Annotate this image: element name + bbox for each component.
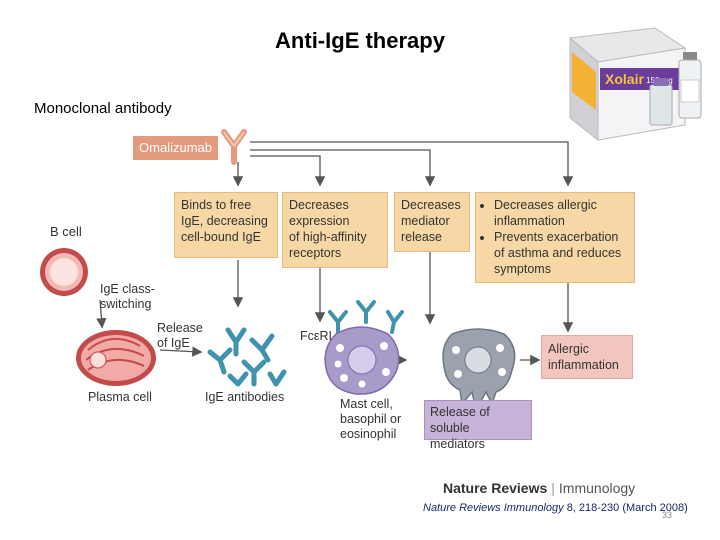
allergic-line-1: Allergic (548, 342, 589, 356)
xolair-brand-text: Xolair (605, 71, 644, 87)
journal-separator: | (551, 480, 555, 496)
class-switching-label: IgE class- switching (100, 282, 155, 312)
allergic-inflammation-box: Allergic inflammation (541, 335, 633, 379)
plasma-cell-image (76, 330, 156, 386)
binds-free-ige-box: Binds to free IgE, decreasing cell-bound… (174, 192, 278, 258)
binds-line-3: cell-bound IgE (181, 230, 261, 244)
mast-cell-line-3: eosinophil (340, 427, 397, 441)
fceri-label: FcεRI (300, 329, 332, 343)
journal-section: Immunology (558, 480, 636, 496)
xolair-package-image: Xolair 150 mg (568, 27, 702, 142)
class-switching-line-1: IgE class- (100, 282, 155, 296)
omalizumab-antibody-icon (221, 129, 247, 165)
ige-antibodies-label: IgE antibodies (205, 390, 285, 404)
expression-line-4: receptors (289, 246, 342, 260)
effect-1-line-2: inflammation (494, 214, 565, 228)
mast-cell-label: Mast cell, basophil or eosinophil (340, 397, 401, 442)
binds-line-1: Binds to free (181, 198, 252, 212)
omalizumab-connectors (96, 141, 574, 366)
mast-cell-line-1: Mast cell, (340, 397, 393, 411)
class-switching-line-2: switching (100, 297, 152, 311)
release-ige-label: Release of IgE (157, 321, 203, 351)
clinical-effects-box: Decreases allergic inflammation Prevents… (475, 192, 635, 283)
citation: Nature Reviews Immunology 8, 218-230 (Ma… (423, 502, 688, 514)
binds-line-2: IgE, decreasing (181, 214, 268, 228)
release-ige-line-2: of IgE (157, 336, 190, 350)
effect-2-line-3: symptoms (494, 262, 551, 276)
mediator-line-3: release (401, 230, 442, 244)
release-ige-line-1: Release (157, 321, 203, 335)
plasma-cell-label: Plasma cell (88, 390, 152, 404)
mast-cell-image (324, 326, 400, 395)
soluble-mediators-box: Release of soluble mediators (424, 400, 532, 451)
slide-title: Anti-IgE therapy (275, 28, 445, 53)
effect-item-2: Prevents exacerbation of asthma and redu… (494, 229, 628, 277)
degranulating-cell-image (442, 328, 516, 413)
expression-line-3: of high-affinity (289, 230, 367, 244)
effect-2-line-1: Prevents exacerbation (494, 230, 619, 244)
decreases-expression-box: Decreases expression of high-affinity re… (282, 192, 388, 268)
omalizumab-label: Omalizumab (133, 136, 218, 160)
fceri-receptors-image (328, 300, 404, 334)
effect-2-line-2: of asthma and reduces (494, 246, 622, 260)
soluble-line-1: Release of soluble (430, 405, 490, 435)
journal-brand: Nature Reviews|Immunology (443, 480, 635, 496)
expression-line-2: expression (289, 214, 350, 228)
citation-journal: Nature Reviews Immunology (423, 502, 564, 514)
b-cell-label: B cell (50, 224, 82, 239)
mediator-line-1: Decreases (401, 198, 461, 212)
decreases-mediator-box: Decreases mediator release (394, 192, 470, 252)
effect-1-line-1: Decreases allergic (494, 198, 597, 212)
mediator-line-2: mediator (401, 214, 450, 228)
expression-line-1: Decreases (289, 198, 349, 212)
effect-item-1: Decreases allergic inflammation (494, 197, 628, 229)
mast-cell-line-2: basophil or (340, 412, 402, 426)
slide-subtitle: Monoclonal antibody (34, 100, 172, 117)
citation-details: 8, 218-230 (March 2008) (566, 502, 688, 514)
journal-name: Nature Reviews (443, 480, 548, 496)
ige-antibodies-image (207, 327, 287, 387)
b-cell-image (40, 248, 88, 296)
allergic-line-2: inflammation (548, 358, 619, 372)
soluble-line-2: mediators (430, 437, 485, 451)
slide-number: 33 (662, 510, 673, 520)
